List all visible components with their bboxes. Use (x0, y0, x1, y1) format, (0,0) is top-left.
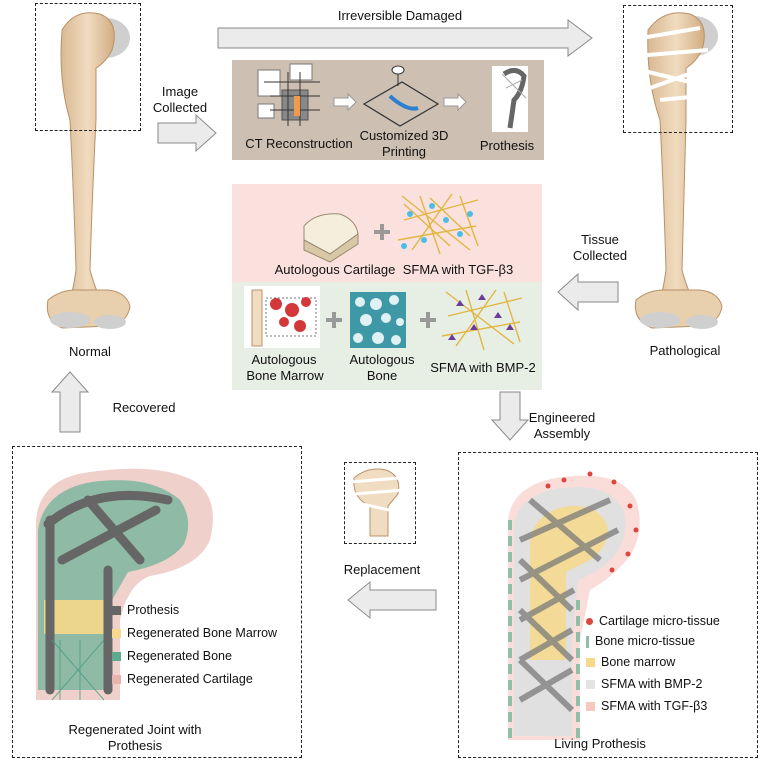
ct-label: CT Reconstruction (245, 136, 353, 151)
recovered-label: Recovered (112, 400, 176, 415)
regenerated-legend-item: Regenerated Bone Marrow (112, 626, 277, 640)
tissue-collected-label-2: Collected (572, 248, 628, 263)
living-legend-item: Cartilage micro-tissue (586, 614, 720, 628)
living-legend-item: SFMA with TGF-β3 (586, 699, 707, 713)
marrow-label-2: Bone Marrow (246, 368, 324, 383)
legend-swatch (586, 635, 589, 648)
engineered-label-1: Engineered (528, 410, 596, 425)
marrow-label-1: Autologous (251, 352, 317, 367)
pathological-label: Pathological (649, 343, 721, 358)
image-collected-label-1: Image (161, 84, 199, 99)
legend-swatch (112, 629, 121, 639)
tissue-collected-label-1: Tissue (581, 232, 619, 247)
regenerated-legend-item: Regenerated Bone (112, 649, 232, 663)
replacement-label: Replacement (343, 562, 421, 577)
legend-swatch (586, 702, 595, 712)
bone-label-2: Bone (366, 368, 398, 383)
sfma-bmp-label: SFMA with BMP-2 (430, 360, 536, 375)
normal-bone-focus-box (35, 3, 141, 131)
normal-label: Normal (69, 344, 111, 359)
prothesis-label: Prothesis (479, 138, 535, 153)
printing-label-2: Printing (381, 144, 427, 159)
cartilage-label: Autologous Cartilage (274, 262, 396, 277)
regenerated-title-2: Prothesis (107, 738, 163, 753)
replacement-thumbnail-box (344, 462, 416, 544)
legend-swatch (586, 658, 595, 668)
irreversible-label: Irreversible Damaged (337, 8, 463, 23)
legend-swatch (112, 675, 121, 685)
regenerated-legend-item: Prothesis (112, 603, 179, 617)
living-legend-item: SFMA with BMP-2 (586, 677, 702, 691)
regenerated-legend-item: Regenerated Cartilage (112, 672, 253, 686)
regenerated-joint-box (12, 446, 302, 758)
bone-label-1: Autologous (349, 352, 415, 367)
legend-swatch (112, 606, 121, 616)
legend-swatch (112, 652, 121, 662)
engineered-label-2: Assembly (533, 426, 591, 441)
pathological-focus-box (623, 5, 733, 133)
image-collected-label-2: Collected (152, 100, 208, 115)
legend-swatch (586, 618, 593, 626)
living-prothesis-title: Living Prothesis (554, 736, 646, 751)
living-prothesis-box (458, 452, 758, 758)
printing-label-1: Customized 3D (359, 128, 449, 143)
regenerated-title-1: Regenerated Joint with (68, 722, 202, 737)
living-legend-item: Bone marrow (586, 655, 675, 669)
legend-swatch (586, 680, 595, 690)
sfma-tgf-label: SFMA with TGF-β3 (402, 262, 514, 277)
living-legend-item: Bone micro-tissue (586, 634, 695, 648)
